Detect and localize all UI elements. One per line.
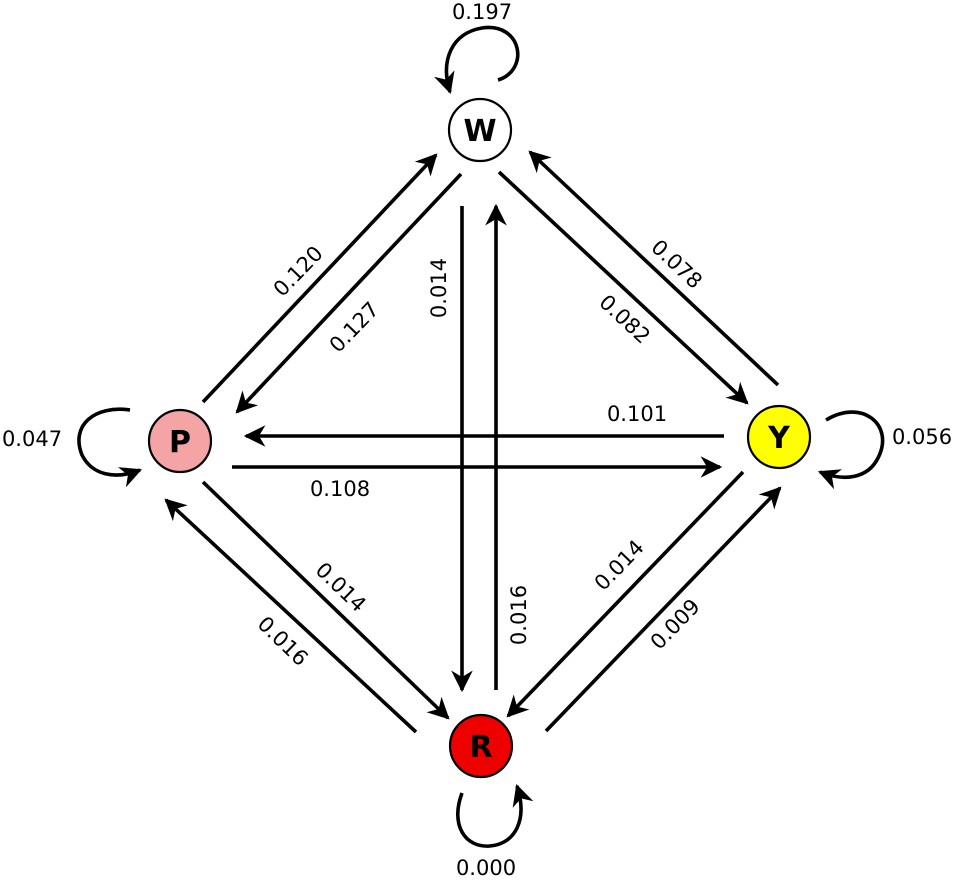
edge-r-to-y — [544, 486, 782, 733]
label-p-to-w: 0.120 — [269, 241, 328, 301]
edge-y-to-w — [528, 150, 780, 387]
edge-y-to-r — [506, 470, 745, 718]
node-p-circle — [147, 408, 213, 474]
label-r-to-y: 0.009 — [646, 594, 705, 654]
node-y-circle — [746, 404, 812, 470]
label-w-to-p: 0.127 — [325, 297, 384, 357]
self-loop-w — [433, 25, 520, 95]
label-p-to-r: 0.014 — [311, 558, 371, 617]
self-loop-p-label: 0.047 — [2, 427, 62, 451]
node-y-label: Y — [767, 421, 791, 456]
edge-r-to-p — [164, 498, 418, 734]
edge-w-to-y — [497, 170, 749, 405]
node-w-circle — [447, 97, 513, 163]
self-loop-r — [456, 783, 534, 848]
self-loop-y — [817, 410, 885, 490]
self-loop-r-label: 0.000 — [456, 856, 516, 880]
node-w-label: W — [463, 114, 496, 149]
node-y: Y — [746, 404, 812, 470]
node-r-label: R — [469, 730, 492, 765]
self-loop-p — [77, 407, 143, 488]
label-y-to-p: 0.101 — [607, 402, 667, 426]
node-r: R — [448, 713, 514, 779]
node-p: P — [147, 408, 213, 474]
self-loop-w-label: 0.197 — [452, 0, 512, 24]
label-y-to-w: 0.078 — [647, 235, 707, 294]
label-y-to-r: 0.014 — [590, 535, 649, 595]
label-w-to-r: 0.014 — [427, 258, 451, 318]
node-w: W — [447, 97, 513, 163]
self-loop-y-label: 0.056 — [892, 425, 952, 449]
node-p-label: P — [169, 425, 191, 460]
edge-w-to-p — [235, 172, 463, 414]
label-r-to-w: 0.016 — [507, 585, 531, 645]
label-r-to-p: 0.016 — [253, 612, 313, 671]
edge-p-to-r — [201, 480, 450, 720]
label-p-to-y: 0.108 — [310, 477, 370, 501]
node-r-circle — [448, 713, 514, 779]
label-w-to-y: 0.082 — [595, 290, 655, 349]
edge-p-to-w — [201, 153, 438, 404]
